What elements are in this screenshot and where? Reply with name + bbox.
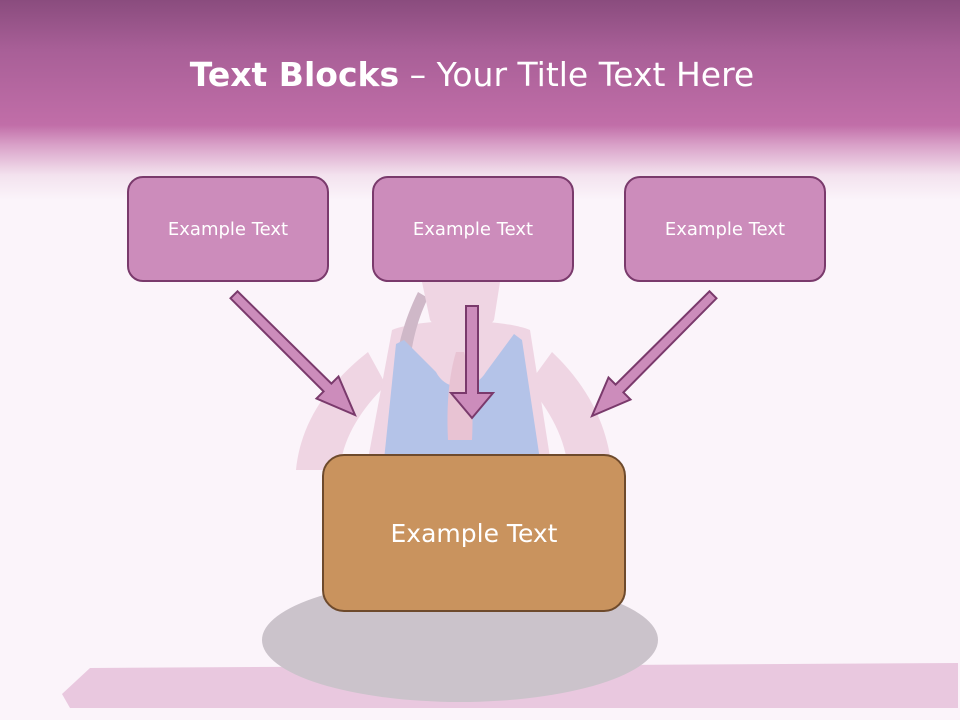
text-block-left[interactable]: Example Text <box>127 176 329 282</box>
text-block-right-label: Example Text <box>664 218 786 240</box>
page-title: Text Blocks – Your Title Text Here <box>0 52 944 98</box>
text-block-right[interactable]: Example Text <box>624 176 826 282</box>
title-separator: – <box>399 55 437 94</box>
title-rest: Your Title Text Here <box>436 55 755 94</box>
arrow-left <box>229 289 357 417</box>
text-block-main[interactable]: Example Text <box>322 454 626 612</box>
text-block-center[interactable]: Example Text <box>372 176 574 282</box>
arrow-center <box>448 305 496 420</box>
header-band <box>0 0 960 200</box>
text-block-left-label: Example Text <box>167 218 289 240</box>
text-block-center-label: Example Text <box>412 218 534 240</box>
title-bold: Text Blocks <box>189 55 400 94</box>
arrow-right <box>590 289 718 418</box>
text-block-main-label: Example Text <box>390 518 558 548</box>
